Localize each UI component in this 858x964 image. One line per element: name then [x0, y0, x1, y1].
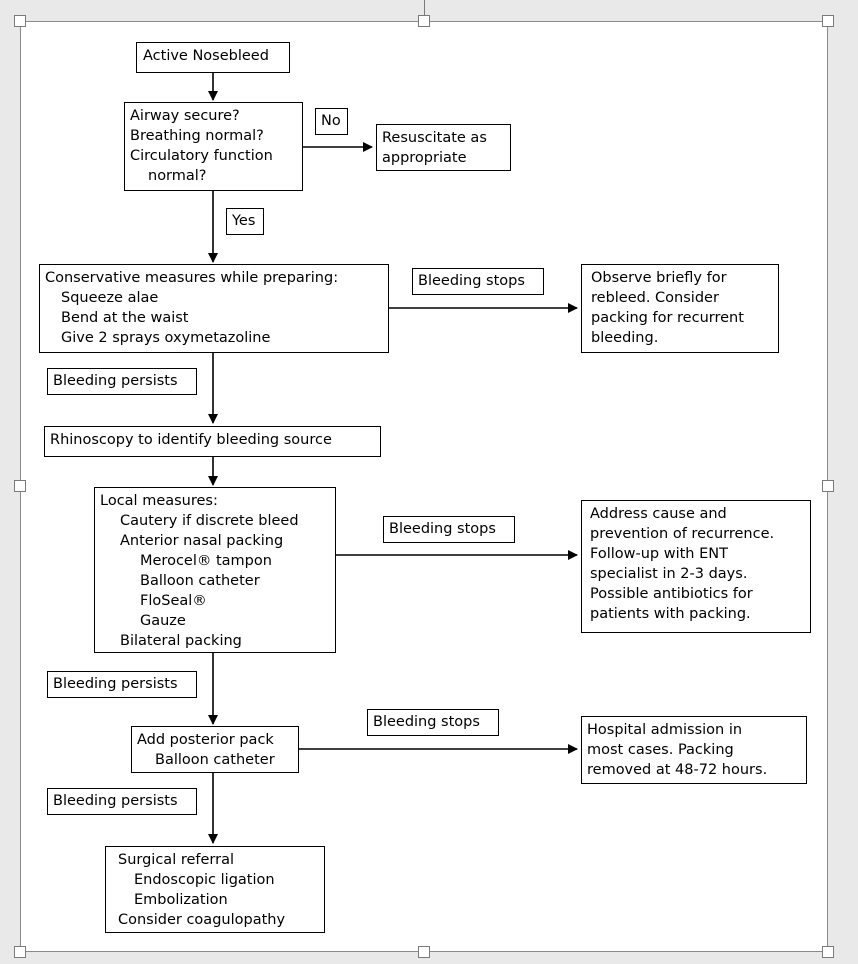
edge-label-bleeding-persists-2: Bleeding persists	[47, 671, 197, 698]
node-text: Circulatory function	[130, 148, 273, 164]
node-text: Observe briefly for	[591, 270, 727, 286]
edge-label-yes: Yes	[226, 208, 264, 235]
rotation-handle-stem	[424, 0, 425, 16]
node-rhinoscopy: Rhinoscopy to identify bleeding source	[44, 426, 381, 457]
edge-label-no: No	[315, 108, 348, 135]
node-text: Cautery if discrete bleed	[120, 513, 299, 529]
node-text: Gauze	[140, 613, 186, 629]
node-text: Address cause and	[590, 506, 727, 522]
edge-label-text: Bleeding stops	[373, 714, 480, 730]
edge-label-text: Yes	[232, 213, 256, 229]
node-text: Breathing normal?	[130, 128, 264, 144]
node-airway-check: Airway secure? Breathing normal? Circula…	[124, 102, 303, 191]
resize-handle-bottom-center[interactable]	[418, 946, 430, 958]
node-text: removed at 48-72 hours.	[587, 762, 768, 778]
edge-label-text: No	[321, 113, 341, 129]
node-text: Give 2 sprays oxymetazoline	[61, 330, 271, 346]
node-text: Local measures:	[100, 493, 218, 509]
resize-handle-top-left[interactable]	[14, 15, 26, 27]
resize-handle-middle-left[interactable]	[14, 480, 26, 492]
edge-label-text: Bleeding stops	[418, 273, 525, 289]
node-text: FloSeal®	[140, 593, 207, 609]
node-surgical-referral: Surgical referral Endoscopic ligation Em…	[105, 846, 325, 933]
edge-label-text: Bleeding stops	[389, 521, 496, 537]
edge-label-text: Bleeding persists	[53, 793, 178, 809]
node-text: Anterior nasal packing	[120, 533, 284, 549]
node-active-nosebleed: Active Nosebleed	[136, 42, 290, 73]
edge-label-bleeding-stops-3: Bleeding stops	[367, 709, 499, 736]
node-text: prevention of recurrence.	[590, 526, 775, 542]
edge-label-bleeding-stops-2: Bleeding stops	[383, 516, 515, 543]
node-text: Rhinoscopy to identify bleeding source	[50, 432, 332, 448]
node-text: bleeding.	[591, 330, 659, 346]
node-text: appropriate	[382, 150, 467, 166]
node-posterior-pack: Add posterior pack Balloon catheter	[131, 726, 299, 773]
node-conservative-measures: Conservative measures while preparing: S…	[39, 264, 389, 353]
node-text: most cases. Packing	[587, 742, 734, 758]
edge-label-text: Bleeding persists	[53, 676, 178, 692]
node-text: Surgical referral	[118, 852, 234, 868]
resize-handle-top-right[interactable]	[822, 15, 834, 27]
node-text: normal?	[148, 168, 207, 184]
node-local-measures: Local measures: Cautery if discrete blee…	[94, 487, 336, 653]
node-text: Resuscitate as	[382, 130, 487, 146]
node-text: Hospital admission in	[587, 722, 743, 738]
node-text: Bilateral packing	[120, 633, 242, 649]
node-observe: Observe briefly for rebleed. Consider pa…	[581, 264, 779, 353]
node-text: Follow-up with ENT	[590, 546, 728, 562]
node-text: Bend at the waist	[61, 310, 189, 326]
node-text: packing for recurrent	[591, 310, 744, 326]
node-text: Conservative measures while preparing:	[45, 270, 339, 286]
resize-handle-bottom-left[interactable]	[14, 946, 26, 958]
edge-label-bleeding-stops-1: Bleeding stops	[412, 268, 544, 295]
node-text: Possible antibiotics for	[590, 586, 753, 602]
node-text: Embolization	[134, 892, 228, 908]
edge-label-text: Bleeding persists	[53, 373, 178, 389]
node-text: rebleed. Consider	[591, 290, 719, 306]
node-text: Airway secure?	[130, 108, 240, 124]
node-text: Active Nosebleed	[143, 48, 269, 64]
node-text: Balloon catheter	[155, 752, 275, 768]
node-text: Endoscopic ligation	[134, 872, 275, 888]
node-text: specialist in 2-3 days.	[590, 566, 748, 582]
node-hospital-admission: Hospital admission in most cases. Packin…	[581, 716, 807, 784]
node-text: Balloon catheter	[140, 573, 260, 589]
node-text: patients with packing.	[590, 606, 751, 622]
node-text: Merocel® tampon	[140, 553, 272, 569]
edge-label-bleeding-persists-3: Bleeding persists	[47, 788, 197, 815]
node-text: Add posterior pack	[137, 732, 274, 748]
node-text: Consider coagulopathy	[118, 912, 286, 928]
resize-handle-top-center[interactable]	[418, 15, 430, 27]
resize-handle-bottom-right[interactable]	[822, 946, 834, 958]
node-text: Squeeze alae	[61, 290, 159, 306]
node-address-cause: Address cause and prevention of recurren…	[581, 500, 811, 633]
node-resuscitate: Resuscitate as appropriate	[376, 124, 511, 171]
resize-handle-middle-right[interactable]	[822, 480, 834, 492]
edge-label-bleeding-persists-1: Bleeding persists	[47, 368, 197, 395]
